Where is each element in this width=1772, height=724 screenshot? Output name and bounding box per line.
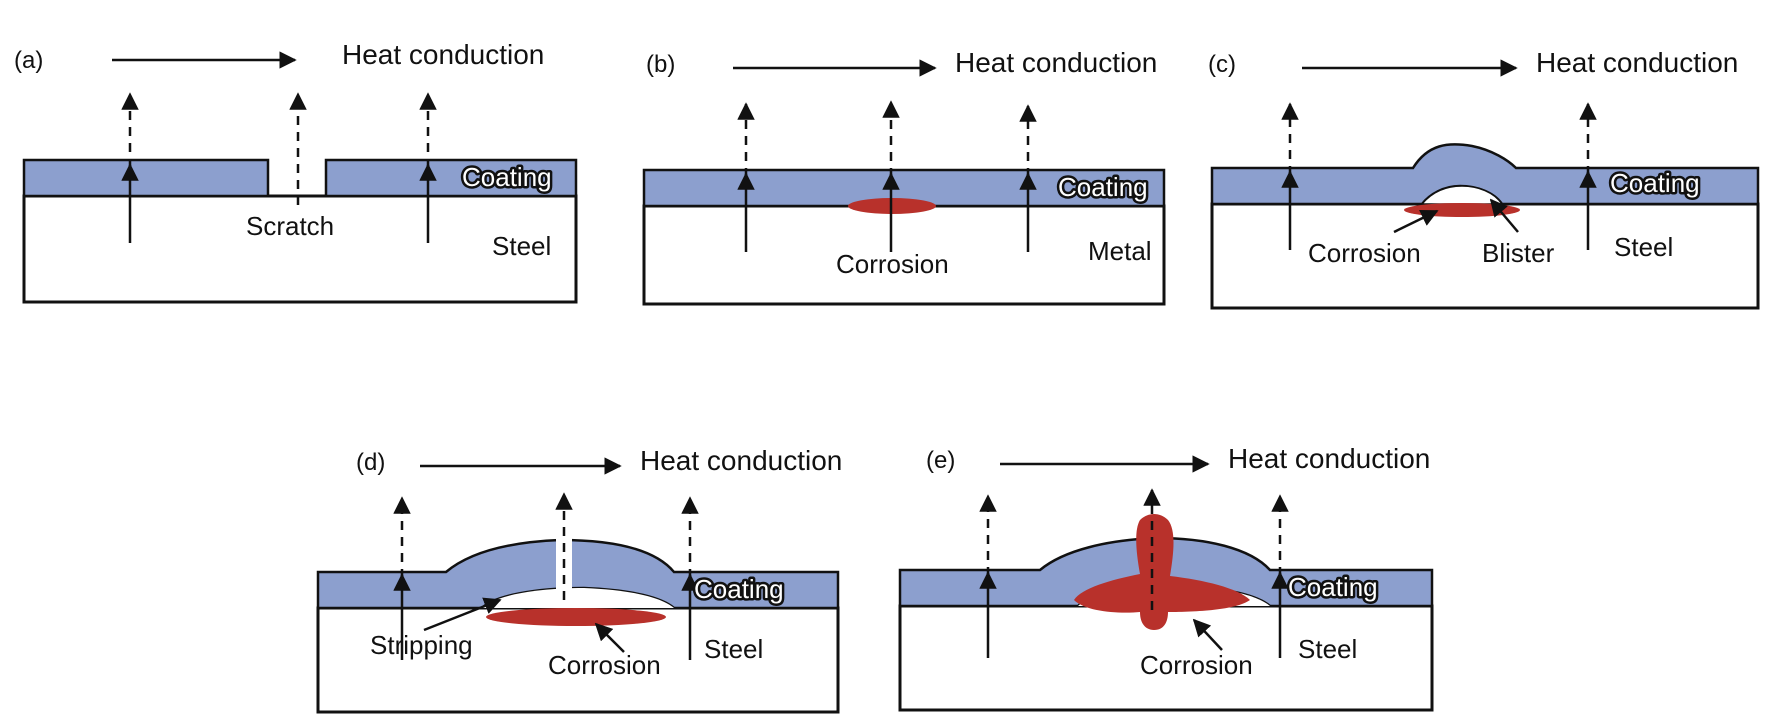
panel-a-letter: (a) xyxy=(14,47,43,74)
panel-c: (c) Heat conduction Coating Corrosion Bl… xyxy=(1208,47,1760,310)
panel-c-corrosion-pointer xyxy=(1393,209,1439,234)
panel-e-corrosion-label: Corrosion xyxy=(1140,650,1253,680)
panel-e-steel-label: Steel xyxy=(1298,634,1357,664)
panel-a-coating-left xyxy=(22,158,270,198)
panel-e-corrosion-patch xyxy=(1074,514,1250,630)
panel-c-substrate xyxy=(1210,202,1760,310)
panel-e-heat-label: Heat conduction xyxy=(1228,443,1430,474)
panel-d-heat-label: Heat conduction xyxy=(640,445,842,476)
panel-d-stripping-gap xyxy=(482,588,674,608)
panel-a-scratch-label: Scratch xyxy=(246,211,334,241)
panel-a-steel-label: Steel xyxy=(492,231,551,261)
panel-e-letter: (e) xyxy=(926,447,955,474)
panel-d-stripping-label: Stripping xyxy=(370,630,473,660)
panel-a-coating-label: Coating xyxy=(462,162,552,192)
panel-c-letter: (c) xyxy=(1208,51,1236,78)
panel-c-heat-label: Heat conduction xyxy=(1536,47,1738,78)
panel-c-steel-label: Steel xyxy=(1614,232,1673,262)
panel-c-coating-label: Coating xyxy=(1610,168,1700,198)
panel-b-metal-label: Metal xyxy=(1088,236,1152,266)
panel-e: (e) Heat conduction Coating Corrosion St… xyxy=(898,443,1434,712)
panel-d-letter: (d) xyxy=(356,449,385,476)
panel-c-blister-pointer xyxy=(1489,198,1519,233)
panel-b: (b) Heat conduction Coating Corrosion Me… xyxy=(642,47,1166,306)
panel-c-corrosion-label: Corrosion xyxy=(1308,238,1421,268)
panel-a-heat-label: Heat conduction xyxy=(342,39,544,70)
panel-d-corrosion-label: Corrosion xyxy=(548,650,661,680)
panel-b-coating-label: Coating xyxy=(1058,172,1148,202)
panel-b-corrosion-label: Corrosion xyxy=(836,249,949,279)
panel-b-substrate xyxy=(642,204,1166,306)
panel-a-substrate xyxy=(22,194,578,304)
panel-c-blister xyxy=(1420,185,1504,205)
panel-b-letter: (b) xyxy=(646,51,675,78)
panel-d-corrosion-pointer xyxy=(594,622,625,653)
panel-a-coating-right xyxy=(324,158,578,198)
panel-a: (a) Heat conduction Coating Scratch Stee… xyxy=(14,39,578,304)
panel-d-steel-label: Steel xyxy=(704,634,763,664)
panel-e-corrosion-pointer xyxy=(1192,618,1223,651)
panel-d-coating-label: Coating xyxy=(694,574,784,604)
panel-c-blister-label: Blister xyxy=(1482,238,1555,268)
panel-d: (d) Heat conduction Coating Stripping Co… xyxy=(316,445,842,714)
panel-e-coating-label: Coating xyxy=(1288,572,1378,602)
panel-d-corrosion-patch xyxy=(486,608,666,626)
panel-b-heat-label: Heat conduction xyxy=(955,47,1157,78)
panel-d-stripping-pointer xyxy=(423,597,502,632)
